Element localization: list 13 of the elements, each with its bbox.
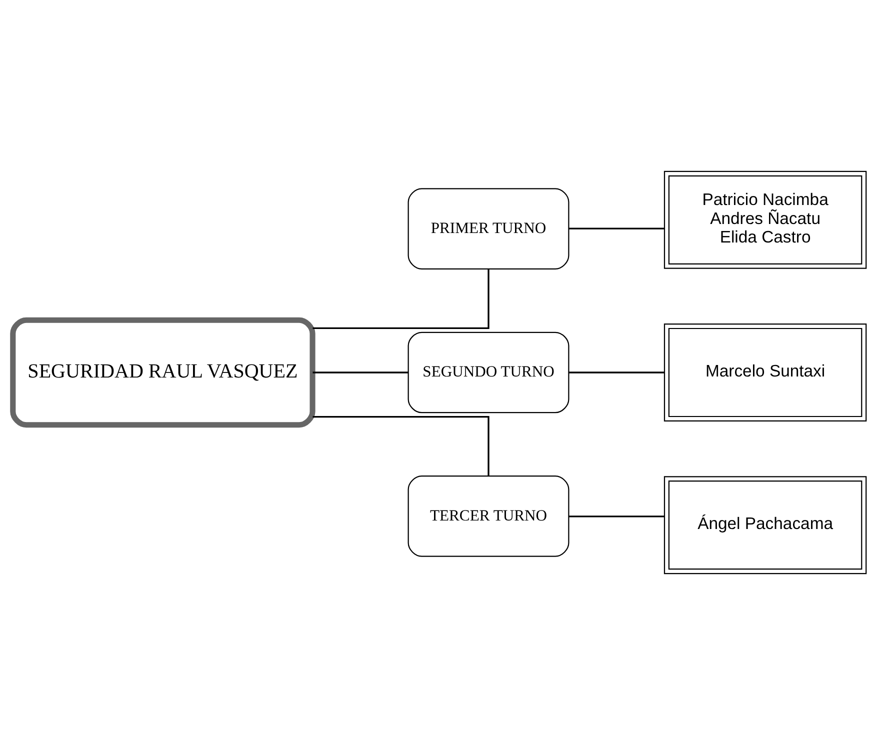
connector xyxy=(312,415,490,476)
connector xyxy=(568,371,664,373)
node-box: Ángel Pachacama xyxy=(664,476,867,574)
connector xyxy=(568,515,664,517)
node-box: TERCER TURNO xyxy=(408,475,570,556)
node-box: PRIMER TURNO xyxy=(408,188,570,269)
node-box: SEGURIDAD RAUL VASQUEZ xyxy=(10,316,316,428)
node-box: Marcelo Suntaxi xyxy=(664,323,867,421)
connector xyxy=(568,227,664,229)
connector xyxy=(312,268,490,329)
node-box: Patricio Nacimba Andres Ñacatu Elida Castro xyxy=(664,170,867,268)
node-box: SEGUNDO TURNO xyxy=(408,331,570,413)
connector xyxy=(312,371,408,373)
